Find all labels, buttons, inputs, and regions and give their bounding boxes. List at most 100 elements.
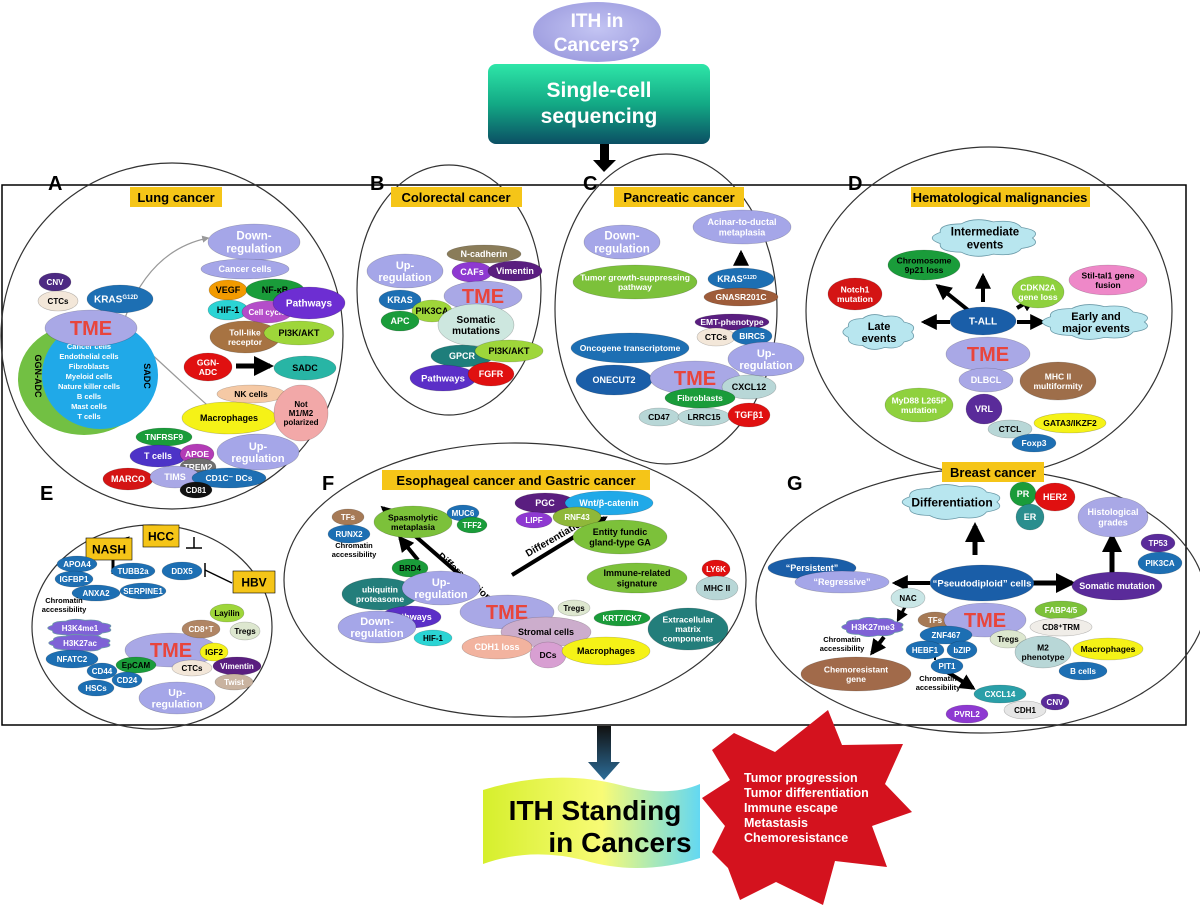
c-oncogene-transcriptome-label: Oncogene transcriptome: [580, 343, 681, 353]
c-gnasr201c-label: GNASR201C: [715, 292, 766, 302]
a-nf-kb-label: NF-κB: [262, 285, 289, 295]
f-entity-fundic-shape: [572, 519, 668, 555]
g-hebf1-shape: [905, 640, 945, 660]
d-vrl-label: VRL: [975, 404, 994, 414]
d-cdkn2a-loss-label: CDKN2A: [1020, 282, 1055, 292]
a-cd1c-dcs: CD1C⁻ DCs: [191, 467, 267, 489]
f-runx2-label: RUNX2: [335, 530, 363, 539]
b-up-regulation-label: Up-: [396, 260, 415, 272]
f-hif-1-label: HIF-1: [423, 634, 444, 643]
d-dlbcl-label: DLBCL: [971, 375, 1002, 385]
c-fibroblasts: Fibroblasts: [664, 387, 736, 409]
a-cell-cycle-label: Cell cycle: [249, 308, 286, 317]
banner-line2: in Cancers: [548, 827, 691, 858]
a-vegf-label: VEGF: [216, 285, 241, 295]
c-up-regulation-label: Up-: [757, 348, 776, 360]
b-up-regulation-label: regulation: [378, 272, 431, 284]
g-regressive-shape: [794, 570, 890, 594]
d-tme: TME: [945, 336, 1031, 372]
e-hcc-label: HCC: [148, 529, 174, 543]
e-hbv-shape: [232, 570, 276, 594]
f-down-regulation-label: Down-: [360, 616, 394, 628]
a-ctcs-label: CTCs: [48, 297, 69, 306]
a-cd81-label: CD81: [186, 486, 207, 495]
a-ggn-adc-shape: [183, 352, 233, 382]
g-chemoresistant-gene-shape: [800, 656, 912, 692]
down-arrow-top: [593, 144, 616, 172]
ith-question-line2: Cancers?: [554, 35, 641, 56]
d-chromosome-9p21-shape: [887, 249, 961, 281]
g-hebf1: HEBF1: [905, 640, 945, 660]
f-hif-1: HIF-1: [413, 629, 453, 647]
e-igf2: IGF2: [199, 642, 229, 662]
panel-a-title: Lung cancer: [137, 190, 214, 205]
e-up-regulation-label: Up-: [168, 687, 186, 699]
g-cxcl14-shape: [973, 684, 1027, 704]
e-tme-label: TME: [150, 640, 192, 662]
c-ctcs: CTCs: [696, 327, 736, 347]
g-cnv: CNV: [1040, 693, 1070, 711]
g-histological-grades-label: grades: [1098, 517, 1128, 527]
c-down-regulation-label: regulation: [594, 244, 650, 256]
g-macrophages: Macrophages: [1072, 637, 1144, 661]
f-macrophages-label: Macrophages: [577, 646, 635, 656]
g-tregs-shape: [989, 629, 1027, 649]
c-onecut2: ONECUT2: [575, 364, 653, 396]
e-serpine1: SERPINE1: [119, 582, 167, 600]
a-up-regulation-shape: [216, 433, 300, 471]
b-vimentin-label: Vimentin: [496, 266, 534, 276]
a-pi3k-akt-shape: [263, 320, 335, 346]
a-cell-item: Endothelial cells: [59, 352, 118, 361]
g-nac: NAC: [890, 587, 926, 609]
a-trem2-label: TREM2: [184, 462, 213, 472]
f-wnt-catenin-label: Wnt/β-catenin: [579, 498, 639, 508]
panel-f-title: Esophageal cancer and Gastric cancer: [396, 473, 635, 488]
e-twist: Twist: [214, 673, 254, 691]
g-cnv-label: CNV: [1047, 698, 1065, 707]
c-lrrc15: LRRC15: [677, 407, 731, 427]
b-somatic-mutations-label: mutations: [452, 326, 500, 337]
g-bzip-label: bZIP: [953, 646, 971, 655]
single-cell-box: [488, 64, 710, 144]
c-emt-phenotype-label: EMT-phenotype: [700, 317, 764, 327]
a-marco-label: MARCO: [111, 474, 145, 484]
panel-d-title: Hematological malignancies: [913, 190, 1088, 205]
f-rnf43-label: RNF43: [564, 513, 590, 522]
f-down-regulation: Down-regulation: [337, 610, 417, 644]
e-igfbp1-shape: [54, 570, 94, 588]
b-up-regulation: Up-regulation: [366, 253, 444, 289]
a-tnfrsf9-label: TNFRSF9: [145, 432, 184, 442]
g-pr: PR: [1009, 481, 1037, 507]
f-extracellular-matrix-label: Extracellular: [662, 615, 714, 625]
a-cnv: CNV: [38, 272, 72, 292]
a-cell-item: Nature killer cells: [58, 382, 120, 391]
a-apoe-label: APOE: [185, 449, 209, 459]
g-histological-grades-shape: [1077, 496, 1149, 538]
d-gata3-ikzf2: GATA3/IKZF2: [1033, 412, 1107, 434]
g-znf467-label: ZNF467: [932, 631, 961, 640]
c-cxcl12: CXCL12: [721, 374, 777, 400]
a-ctcs-shape: [37, 290, 79, 312]
g-chromatin-accessibility-2: Chromatin: [919, 674, 957, 683]
a-cd1c-dcs-label: CD1C⁻ DCs: [206, 473, 253, 483]
c-acinar-ductal-label: metaplasia: [719, 227, 767, 237]
a-sadc-box: SADC: [273, 355, 337, 381]
a-cell-item: T cells: [77, 412, 100, 421]
f-ly6k: LY6K: [701, 559, 731, 579]
g-pvrl2-label: PVRL2: [954, 710, 980, 719]
d-chromosome-9p21-label: 9p21 loss: [905, 265, 944, 275]
g-chromatin-accessibility: Chromatin: [823, 635, 861, 644]
a-sadc-box-label: SADC: [292, 363, 318, 373]
d-late-events-label: events: [862, 333, 897, 345]
g-fabp4-5-label: FABP4/5: [1045, 606, 1078, 615]
a-ctcs: CTCs: [37, 290, 79, 312]
g-tme-shape: [943, 602, 1027, 638]
panel-f-circle: [283, 442, 747, 718]
b-fgfr: FGFR: [467, 361, 515, 387]
b-pi3k-akt-label: PI3K/AKT: [488, 346, 530, 356]
